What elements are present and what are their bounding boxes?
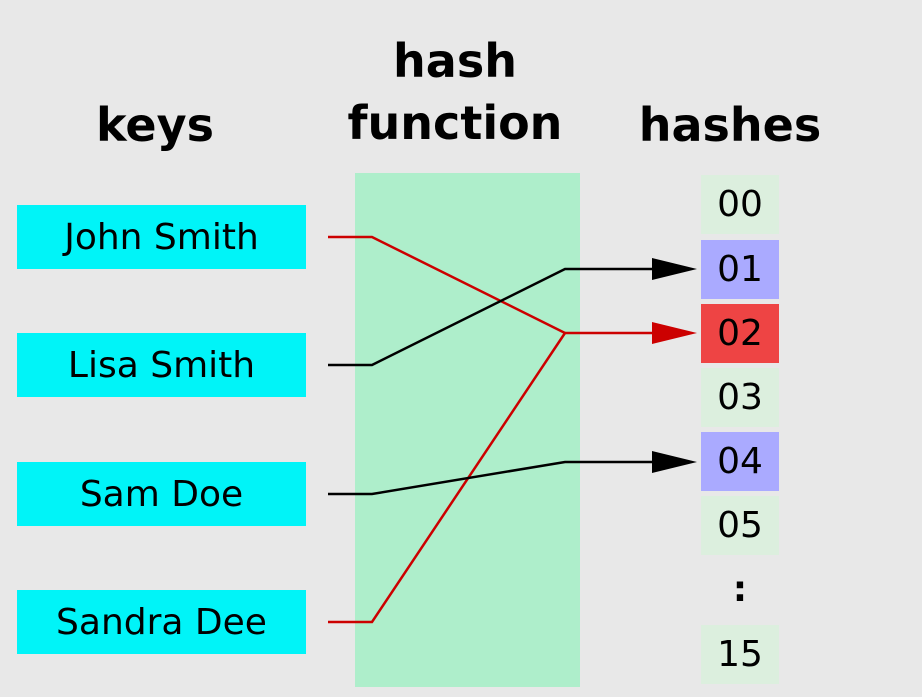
- link-sam-doe: [328, 460, 653, 496]
- arrowhead-04: [652, 451, 697, 473]
- hash-cell-05: 05: [701, 496, 779, 555]
- key-box-john-smith: John Smith: [17, 205, 306, 269]
- hash-function-band: [355, 173, 580, 687]
- hash-cell-04: 04: [701, 432, 779, 491]
- key-box-sandra-dee: Sandra Dee: [17, 590, 306, 654]
- link-sandra-dee: [328, 332, 567, 624]
- hash-cell-15: 15: [701, 625, 779, 684]
- link-lisa-smith: [328, 267, 653, 367]
- hash-cell-00: 00: [701, 175, 779, 234]
- key-box-sam-doe: Sam Doe: [17, 462, 306, 526]
- keys-heading: keys: [96, 98, 214, 152]
- arrowhead-01: [652, 258, 697, 280]
- hash-function-heading: hash function: [347, 34, 563, 150]
- hash-cell-02: 02: [701, 304, 779, 363]
- hash-ellipsis: :: [732, 569, 748, 610]
- link-john-smith: [328, 235, 566, 335]
- hash-cell-03: 03: [701, 368, 779, 427]
- hash-cell-01: 01: [701, 240, 779, 299]
- hashes-heading: hashes: [638, 98, 822, 152]
- key-box-lisa-smith: Lisa Smith: [17, 333, 306, 397]
- arrowhead-02: [652, 322, 697, 344]
